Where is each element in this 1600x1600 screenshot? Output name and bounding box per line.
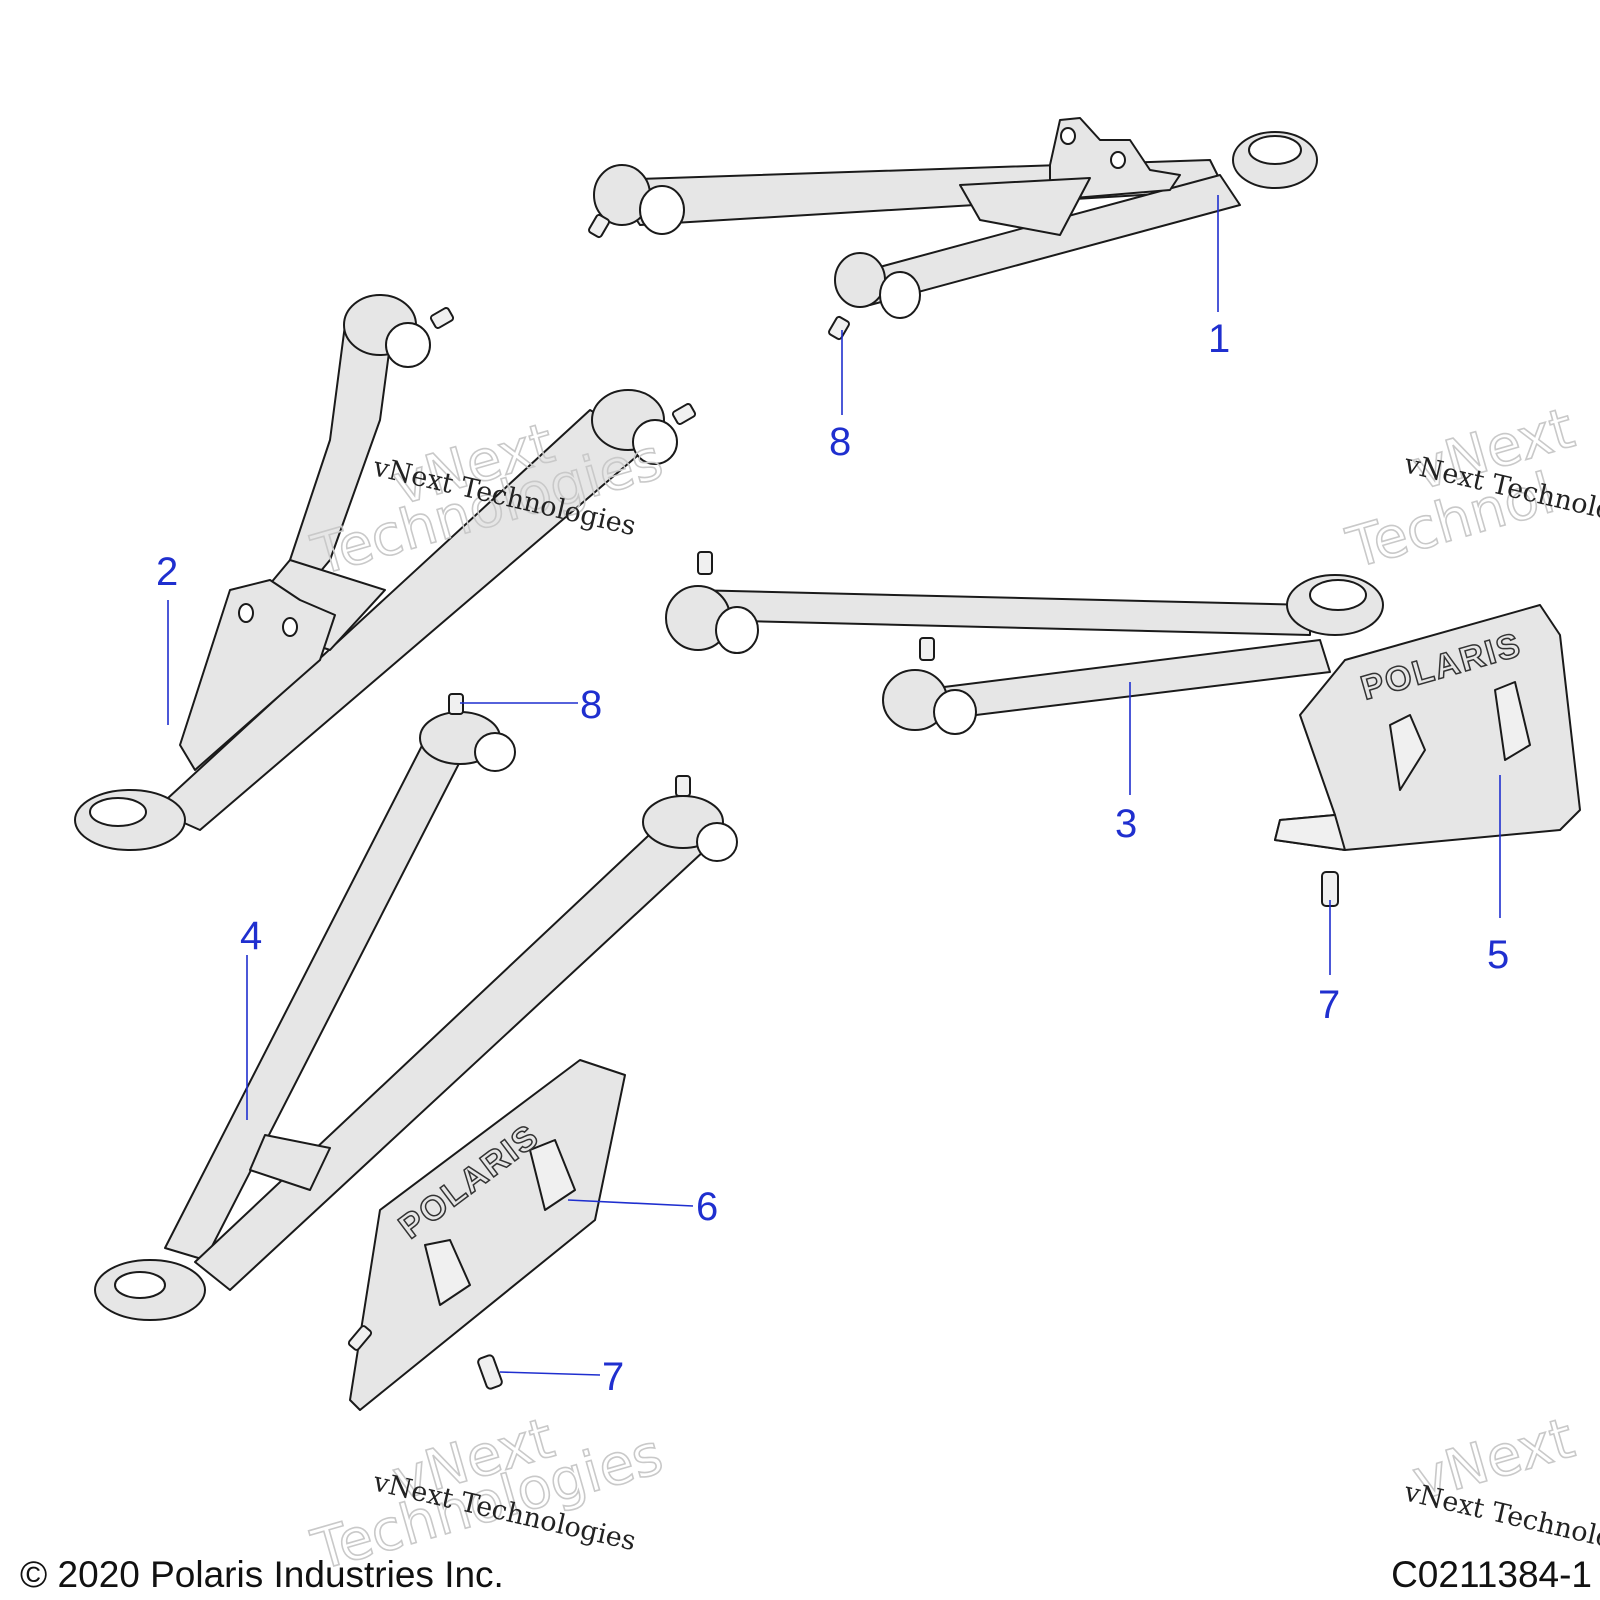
callout-4: 4 <box>240 914 262 958</box>
callout-8-mid: 8 <box>580 683 602 727</box>
grease-fitting-mid-b <box>919 637 935 661</box>
watermark-top-right: vNext Technol vNext Technologies <box>1339 395 1600 582</box>
grease-fitting-mid-left <box>448 693 464 715</box>
a-arm-lower-right <box>665 574 1384 735</box>
a-arm-guard-right: POLARIS <box>1274 604 1581 851</box>
a-arm-lower-left <box>94 711 738 1321</box>
callout-1: 1 <box>1208 317 1230 361</box>
grease-fitting-lower-left <box>675 775 691 797</box>
grease-fitting-top <box>828 315 850 341</box>
leader-lines <box>167 195 1501 1376</box>
callout-5: 5 <box>1487 933 1509 977</box>
callouts: 1 8 2 8 3 4 5 7 6 7 <box>156 317 1509 1399</box>
copyright-text: © 2020 Polaris Industries Inc. <box>20 1554 504 1595</box>
callout-8-top: 8 <box>829 420 851 464</box>
grease-fitting-top-left <box>588 213 610 239</box>
callout-7-bottom: 7 <box>602 1355 624 1399</box>
figure-id: C0211384-1 <box>1391 1554 1592 1595</box>
callout-6: 6 <box>696 1185 718 1229</box>
callout-2: 2 <box>156 550 178 594</box>
grease-fitting-mid-a <box>697 551 713 575</box>
callout-7-right: 7 <box>1318 983 1340 1027</box>
grease-fitting-upper-left-a <box>429 307 455 329</box>
leader-7-bottom <box>499 1371 601 1376</box>
leader-6 <box>567 1199 694 1207</box>
grease-fitting-upper-left-b <box>671 403 697 425</box>
screw-bottom <box>477 1354 503 1390</box>
a-arm-upper-left <box>74 294 678 851</box>
callout-3: 3 <box>1115 802 1137 846</box>
a-arm-upper-right <box>593 117 1318 319</box>
screw-left-small <box>347 1325 373 1351</box>
watermark-bottom-right: vNext vNext Technologies <box>1400 1405 1600 1567</box>
